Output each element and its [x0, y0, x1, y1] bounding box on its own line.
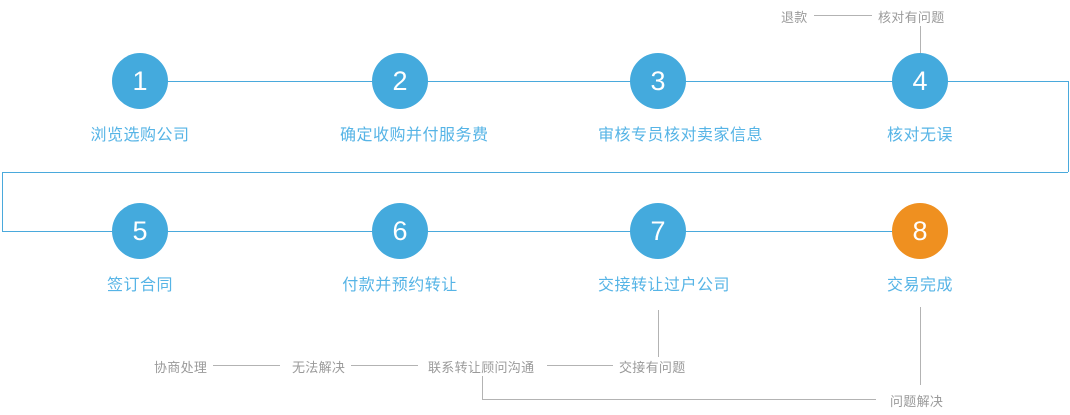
step-node-3[interactable]: 3 审核专员核对卖家信息	[598, 53, 764, 145]
step-circle-6[interactable]: 6	[372, 203, 428, 259]
step-node-5[interactable]: 5 签订合同	[80, 203, 200, 295]
annotation-problem-resolved: 问题解决	[884, 391, 950, 410]
annotation-line-top-to-step4	[920, 22, 921, 54]
connector-left-edge-down	[2, 172, 3, 231]
step-label-7: 交接转让过户公司	[598, 275, 731, 294]
annotation-line-step7-down	[658, 310, 659, 358]
connector-return-horizontal	[2, 172, 1068, 173]
step-circle-4[interactable]: 4	[892, 53, 948, 109]
annotation-line-bottom-1	[212, 365, 280, 366]
step-label-1: 浏览选购公司	[90, 125, 190, 144]
step-node-4[interactable]: 4 核对无误	[860, 53, 980, 145]
connector-row1-spine	[140, 81, 920, 82]
step-label-8: 交易完成	[886, 275, 953, 294]
annotation-line-resolved-up	[920, 307, 921, 385]
step-label-6: 付款并预约转让	[342, 275, 458, 294]
step-label-2: 确定收购并付服务费	[340, 125, 489, 144]
step-label-3: 审核专员核对卖家信息	[598, 125, 764, 144]
step-circle-3[interactable]: 3	[630, 53, 686, 109]
step-node-6[interactable]: 6 付款并预约转让	[340, 203, 460, 295]
step-label-5: 签订合同	[106, 275, 173, 294]
annotation-refund: 退款	[775, 7, 814, 26]
step-circle-1[interactable]: 1	[112, 53, 168, 109]
step-node-7[interactable]: 7 交接转让过户公司	[598, 203, 731, 295]
connector-right-edge-down	[1068, 81, 1069, 172]
step-node-8[interactable]: 8 交易完成	[860, 203, 980, 295]
connector-row1-to-right-edge	[920, 81, 1068, 82]
step-node-1[interactable]: 1 浏览选购公司	[80, 53, 200, 145]
annotation-line-top-refund	[812, 15, 874, 16]
annotation-line-bottom-3	[547, 365, 615, 366]
annotation-line-bottom-2	[350, 365, 418, 366]
step-circle-2[interactable]: 2	[372, 53, 428, 109]
step-circle-8[interactable]: 8	[892, 203, 948, 259]
annotation-negotiate: 协商处理	[148, 357, 214, 376]
step-node-2[interactable]: 2 确定收购并付服务费	[340, 53, 489, 145]
annotation-line-consult-down	[482, 372, 483, 399]
annotation-handover-problem: 交接有问题	[613, 357, 692, 376]
step-label-4: 核对无误	[886, 125, 953, 144]
annotation-check-problem: 核对有问题	[872, 7, 951, 26]
step-circle-5[interactable]: 5	[112, 203, 168, 259]
connector-row2-spine	[2, 231, 920, 232]
annotation-unresolvable: 无法解决	[286, 357, 352, 376]
annotation-line-to-resolved	[482, 399, 876, 400]
step-circle-7[interactable]: 7	[630, 203, 686, 259]
annotation-contact-advisor: 联系转让顾问沟通	[422, 357, 541, 376]
